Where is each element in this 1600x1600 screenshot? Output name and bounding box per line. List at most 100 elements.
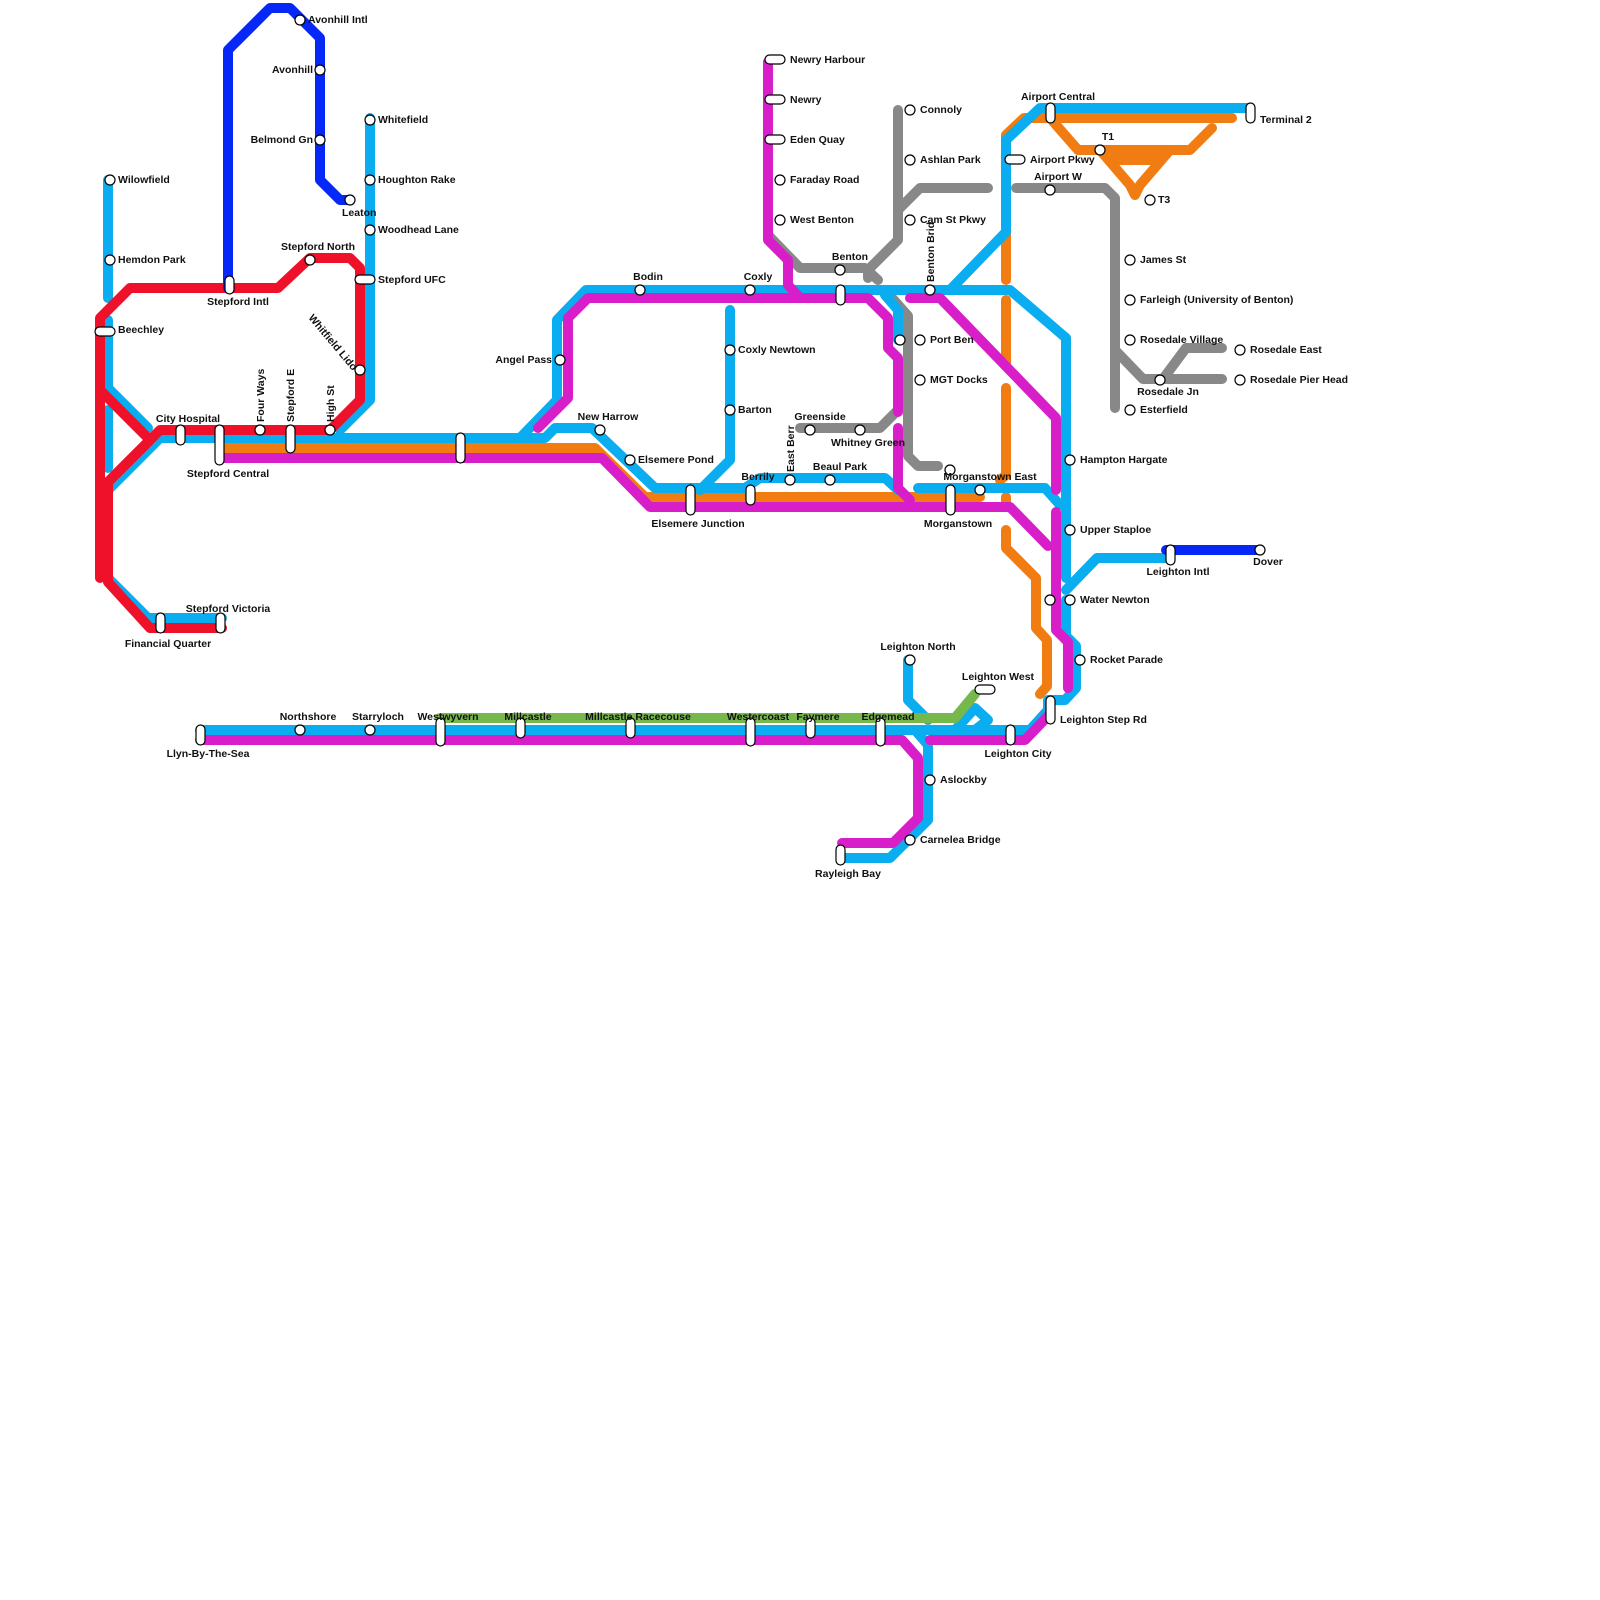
label-leighton-city: Leighton City	[984, 748, 1051, 760]
station-marker-greenside[interactable]	[805, 425, 815, 435]
station-marker-stepford-central[interactable]	[215, 425, 224, 465]
station-marker-stepford-intl[interactable]	[225, 276, 234, 294]
station-marker-elsemere-junction[interactable]	[686, 485, 695, 515]
station-marker-aslockby[interactable]	[925, 775, 935, 785]
station-marker-beechley[interactable]	[95, 327, 115, 336]
station-marker-port-ben-cyan[interactable]	[895, 335, 905, 345]
station-marker-whitefield[interactable]	[365, 115, 375, 125]
station-marker-rosedale-jn[interactable]	[1155, 375, 1165, 385]
station-marker-avonhill-intl[interactable]	[295, 15, 305, 25]
station-marker-leighton-city[interactable]	[1006, 725, 1015, 745]
label-rosedale-village: Rosedale Village	[1140, 334, 1223, 346]
station-marker-upper-staploe[interactable]	[1065, 525, 1075, 535]
station-marker-east-berr[interactable]	[785, 475, 795, 485]
station-marker-dover[interactable]	[1255, 545, 1265, 555]
station-marker-financial-quarter[interactable]	[156, 613, 165, 633]
station-marker-faraday-road[interactable]	[775, 175, 785, 185]
station-marker-stepford-ufc[interactable]	[355, 275, 375, 284]
station-marker-central-interchange[interactable]	[456, 433, 465, 463]
label-northshore: Northshore	[280, 711, 337, 723]
station-marker-elsemere-pond[interactable]	[625, 455, 635, 465]
label-ashlan-park: Ashlan Park	[920, 154, 981, 166]
label-greenside: Greenside	[794, 411, 846, 423]
station-marker-stepford-e[interactable]	[286, 425, 295, 453]
label-t1: T1	[1102, 131, 1114, 143]
station-marker-farleigh[interactable]	[1125, 295, 1135, 305]
label-carnelea-bridge: Carnelea Bridge	[920, 834, 1001, 846]
station-marker-morganstown[interactable]	[946, 485, 955, 515]
station-marker-new-harrow[interactable]	[595, 425, 605, 435]
station-marker-mgt-docks[interactable]	[915, 375, 925, 385]
station-marker-leighton-west[interactable]	[975, 685, 995, 694]
station-marker-beaul-park[interactable]	[825, 475, 835, 485]
station-marker-eden-quay[interactable]	[765, 135, 785, 144]
label-westercoast: Westercoast	[727, 711, 790, 723]
station-marker-belmond-gn[interactable]	[315, 135, 325, 145]
station-marker-esterfield[interactable]	[1125, 405, 1135, 415]
station-marker-angel-pass[interactable]	[555, 355, 565, 365]
station-marker-airport-central[interactable]	[1046, 103, 1055, 123]
station-marker-city-hospital[interactable]	[176, 425, 185, 445]
station-marker-rosedale-village[interactable]	[1125, 335, 1135, 345]
station-marker-carnelea-bridge[interactable]	[905, 835, 915, 845]
station-marker-newry[interactable]	[765, 95, 785, 104]
station-marker-rosedale-east[interactable]	[1235, 345, 1245, 355]
station-marker-west-benton[interactable]	[775, 215, 785, 225]
station-marker-llyn-by-the-sea[interactable]	[196, 725, 205, 745]
station-marker-woodhead-lane[interactable]	[365, 225, 375, 235]
station-marker-water-newton[interactable]	[1065, 595, 1075, 605]
station-marker-rosedale-pier-head[interactable]	[1235, 375, 1245, 385]
station-marker-bodin[interactable]	[635, 285, 645, 295]
station-marker-benton-interchange[interactable]	[836, 285, 845, 305]
station-marker-coxly-newtown[interactable]	[725, 345, 735, 355]
station-marker-coxly[interactable]	[745, 285, 755, 295]
station-marker-houghton-rake[interactable]	[365, 175, 375, 185]
label-westwyvern: Westwyvern	[417, 711, 478, 723]
station-marker-rocket-parade[interactable]	[1075, 655, 1085, 665]
station-marker-hemdon-park[interactable]	[105, 255, 115, 265]
station-marker-newry-harbour[interactable]	[765, 55, 785, 64]
label-stepford-victoria: Stepford Victoria	[186, 603, 271, 615]
label-morganstown: Morganstown	[924, 518, 992, 530]
label-newry: Newry	[790, 94, 822, 106]
station-marker-barton[interactable]	[725, 405, 735, 415]
label-beechley: Beechley	[118, 324, 164, 336]
station-marker-hampton-hargate[interactable]	[1065, 455, 1075, 465]
magenta-line-coast	[200, 740, 918, 843]
station-marker-benton-brid[interactable]	[925, 285, 935, 295]
station-marker-connoly[interactable]	[905, 105, 915, 115]
station-marker-northshore[interactable]	[295, 725, 305, 735]
label-four-ways: Four Ways	[255, 369, 267, 422]
station-marker-terminal-2[interactable]	[1246, 103, 1255, 123]
station-marker-leighton-intl[interactable]	[1166, 545, 1175, 565]
station-marker-morganstown-east[interactable]	[975, 485, 985, 495]
station-marker-four-ways[interactable]	[255, 425, 265, 435]
label-morganstown-east: Morganstown East	[943, 471, 1037, 483]
label-benton: Benton	[832, 251, 868, 263]
station-marker-benton[interactable]	[835, 265, 845, 275]
station-marker-port-ben[interactable]	[915, 335, 925, 345]
station-marker-water-newton-orange[interactable]	[1045, 595, 1055, 605]
station-marker-james-st[interactable]	[1125, 255, 1135, 265]
station-marker-airport-pkwy[interactable]	[1005, 155, 1025, 164]
station-marker-leighton-step-rd[interactable]	[1046, 696, 1055, 724]
label-upper-staploe: Upper Staploe	[1080, 524, 1151, 536]
station-marker-starryloch[interactable]	[365, 725, 375, 735]
station-marker-wilowfield[interactable]	[105, 175, 115, 185]
station-marker-berrily[interactable]	[746, 485, 755, 505]
label-woodhead-lane: Woodhead Lane	[378, 224, 459, 236]
station-marker-ashlan-park[interactable]	[905, 155, 915, 165]
station-marker-leighton-north[interactable]	[905, 655, 915, 665]
station-marker-leaton[interactable]	[345, 195, 355, 205]
station-marker-stepford-victoria[interactable]	[216, 613, 225, 633]
station-marker-t1[interactable]	[1095, 145, 1105, 155]
station-marker-t3[interactable]	[1145, 195, 1155, 205]
station-marker-cam-st-pkwy[interactable]	[905, 215, 915, 225]
station-marker-high-st[interactable]	[325, 425, 335, 435]
station-marker-avonhill[interactable]	[315, 65, 325, 75]
label-coxly: Coxly	[744, 271, 773, 283]
station-marker-whitney-green[interactable]	[855, 425, 865, 435]
station-marker-stepford-north[interactable]	[305, 255, 315, 265]
station-marker-rayleigh-bay[interactable]	[836, 845, 845, 865]
station-marker-airport-w[interactable]	[1045, 185, 1055, 195]
